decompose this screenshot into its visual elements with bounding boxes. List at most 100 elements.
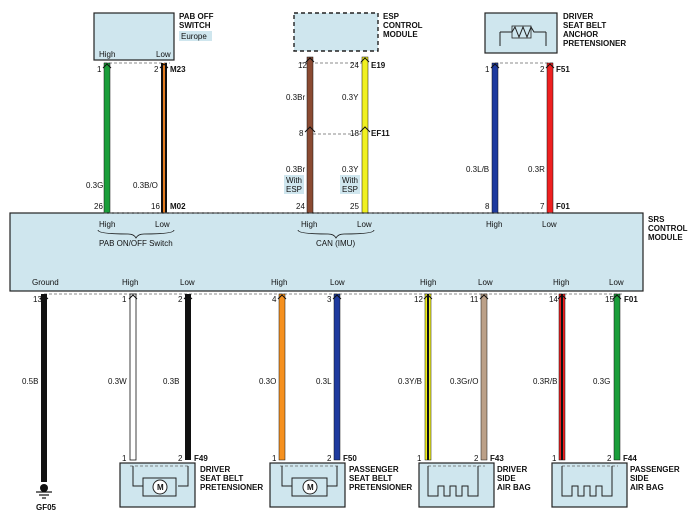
srs-name-2: CONTROL <box>648 224 688 233</box>
pin-label: 4 <box>272 295 277 304</box>
squib-icon <box>561 466 613 497</box>
pin-label: 14 <box>549 295 558 304</box>
wire-spec: 0.3B <box>163 377 179 386</box>
driver-pret-name-2: SEAT BELT <box>200 474 243 483</box>
wire-pab-high: 1 0.3G 26 <box>86 62 111 214</box>
pab-switch-name-1: PAB OFF <box>179 12 214 21</box>
wire-spec: 0.3Gr/O <box>450 377 478 386</box>
pin-label: 16 <box>151 202 160 211</box>
pin-label: 1 <box>272 454 277 463</box>
pin-label: 8 <box>299 129 304 138</box>
pin-label: 15 <box>605 295 614 304</box>
pin-label: 2 <box>327 454 332 463</box>
srs-pin-label: Low <box>330 278 345 287</box>
esp-name-3: MODULE <box>383 30 418 39</box>
pab-switch-variant: Europe <box>181 32 207 41</box>
pin-label: 13 <box>33 295 42 304</box>
srs-name-1: SRS <box>648 215 665 224</box>
esp-note: ESP <box>286 185 302 194</box>
srs-pin-label: Low <box>478 278 493 287</box>
connector-m23: M23 <box>170 65 186 74</box>
pab-switch-pin-high: High <box>99 50 115 59</box>
connector-f01-top: F01 <box>556 202 570 211</box>
pin-label: 2 <box>540 65 545 74</box>
can-bus-label: CAN (IMU) <box>316 239 355 248</box>
srs-pin-label: High <box>122 278 138 287</box>
srs-pin-label: High <box>420 278 436 287</box>
wire-spec: 0.3O <box>259 377 276 386</box>
motor-symbol: M <box>157 483 164 492</box>
pin-label: 2 <box>154 65 159 74</box>
wire-spec: 0.3L/B <box>466 165 489 174</box>
motor-icon <box>152 479 168 495</box>
wire-pass-pret-high: 4 0.3O 1 <box>259 293 286 463</box>
wire-ground: 13 0.5B GF05 <box>22 294 57 512</box>
motor-icon <box>302 479 318 495</box>
wire-driver-pret-high: 1 0.3W 1 <box>108 293 137 463</box>
driver-airbag-name-2: SIDE <box>497 474 516 483</box>
pin-label: 2 <box>178 295 183 304</box>
wire-spec: 0.3Br <box>286 93 305 102</box>
wire-driver-airbag-high: 12 0.3Y/B 1 <box>398 293 432 463</box>
pin-label: 1 <box>552 454 557 463</box>
connector-f01-bottom: F01 <box>624 295 638 304</box>
pin-label: 11 <box>470 295 479 304</box>
srs-pin-label: High <box>553 278 569 287</box>
pin-label: 12 <box>414 295 423 304</box>
passenger-pretensioner: M PASSENGER SEAT BELT PRETENSIONER <box>269 462 412 508</box>
ground-icon <box>36 484 52 499</box>
pin-label: 3 <box>327 295 332 304</box>
driver-airbag-name-1: DRIVER <box>497 465 527 474</box>
pab-switch-pin-low: Low <box>156 50 171 59</box>
pin-label: 18 <box>350 129 359 138</box>
srs-pin-label: High <box>301 220 317 229</box>
srs-pin-label: Ground <box>32 278 59 287</box>
driver-pret-name-1: DRIVER <box>200 465 230 474</box>
srs-pin-label: Low <box>542 220 557 229</box>
srs-pin-label: Low <box>180 278 195 287</box>
pass-pret-name-2: SEAT BELT <box>349 474 392 483</box>
pin-label: 26 <box>94 202 103 211</box>
pab-off-switch: PAB OFF SWITCH Europe High Low <box>93 12 214 61</box>
connector-f51: F51 <box>556 65 570 74</box>
connector-ef11: EF11 <box>371 129 390 138</box>
driver-side-airbag: DRIVER SIDE AIR BAG <box>418 462 531 508</box>
esp-note: With <box>342 176 358 185</box>
passenger-side-airbag: PASSENGER SIDE AIR BAG <box>551 462 680 508</box>
wire-spec: 0.3R/B <box>533 377 557 386</box>
connector-f49: F49 <box>194 454 208 463</box>
wire-driver-pret-low: 2 0.3B 2 F49 <box>163 294 208 463</box>
squib-icon <box>427 466 479 497</box>
pin-label: 1 <box>417 454 422 463</box>
srs-pin-label: Low <box>155 220 170 229</box>
pin-label: 8 <box>485 202 490 211</box>
srs-pin-label: High <box>486 220 502 229</box>
wire-pass-airbag-low: 15 F01 0.3G 2 F44 <box>593 293 638 463</box>
srs-pin-label: High <box>99 220 115 229</box>
srs-pin-label: Low <box>357 220 372 229</box>
wire-spec: 0.3B/O <box>133 181 158 190</box>
driver-pret-name-3: PRETENSIONER <box>200 483 263 492</box>
wire-can-high: 12 0.3Br 8 0.3Br With ESP 24 <box>284 56 314 214</box>
connector-m02: M02 <box>170 202 186 211</box>
wire-spec: 0.3R <box>528 165 545 174</box>
esp-note: ESP <box>342 185 358 194</box>
wire-anchor-high: 1 0.3L/B 8 <box>466 62 499 214</box>
wire-pab-low: 2 M23 0.3B/O 16 M02 <box>133 63 186 213</box>
pin-label: 25 <box>350 202 359 211</box>
pass-airbag-name-3: AIR BAG <box>630 483 664 492</box>
pass-pret-name-3: PRETENSIONER <box>349 483 412 492</box>
connector-gf05: GF05 <box>36 503 57 512</box>
pab-switch-name-2: SWITCH <box>179 21 211 30</box>
driver-pretensioner: M DRIVER SEAT BELT PRETENSIONER <box>119 462 263 508</box>
wire-can-low: 24 E19 0.3Y 18 EF11 0.3Y With ESP 25 <box>340 56 390 214</box>
wire-spec: 0.5B <box>22 377 38 386</box>
wire-pass-pret-low: 3 0.3L 2 F50 <box>316 293 357 463</box>
connector-f44: F44 <box>623 454 637 463</box>
esp-name-2: CONTROL <box>383 21 423 30</box>
pin-label: 2 <box>474 454 479 463</box>
connector-f50: F50 <box>343 454 357 463</box>
wire-spec: 0.3Br <box>286 165 305 174</box>
connector-e19: E19 <box>371 61 386 70</box>
